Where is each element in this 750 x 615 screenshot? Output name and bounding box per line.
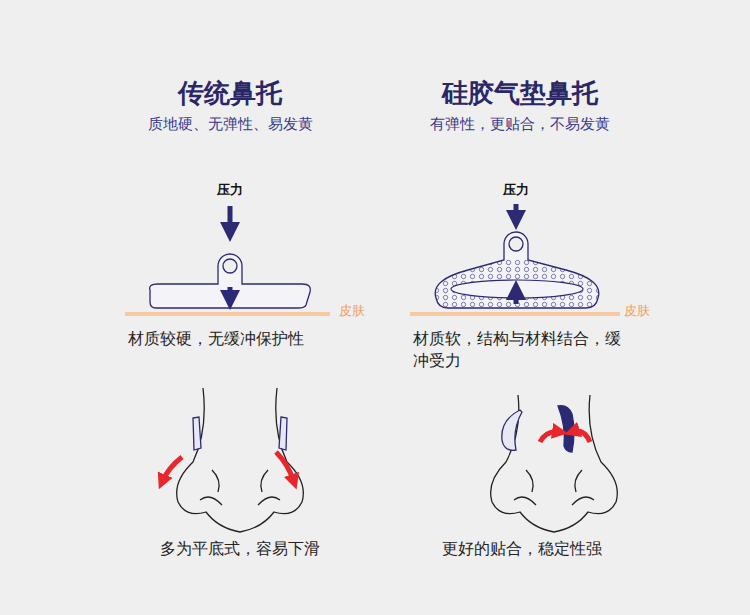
nose-right bbox=[491, 395, 618, 532]
pressure-arrow bbox=[514, 204, 519, 220]
pressure-arrow bbox=[228, 206, 233, 232]
panel-heading: 传统鼻托 bbox=[178, 76, 282, 111]
traditional-pad bbox=[150, 254, 311, 308]
description: 材质软，结构与材料结合，缓冲受力 bbox=[413, 328, 635, 371]
force-label: 压力 bbox=[503, 181, 529, 199]
fit-arrow bbox=[540, 432, 560, 442]
skin-label: 皮肤 bbox=[624, 302, 650, 320]
slip-arrow bbox=[276, 452, 294, 482]
skin-label: 皮肤 bbox=[339, 302, 365, 320]
caption-text: 多为平底式，容易下滑 bbox=[160, 538, 320, 560]
nose-left bbox=[177, 388, 304, 532]
panel-heading: 硅胶气垫鼻托 bbox=[442, 76, 598, 111]
description: 材质较硬，无缓冲保护性 bbox=[128, 328, 304, 350]
panel-subheading: 质地硬、无弹性、易发黄 bbox=[148, 114, 313, 134]
panel-subheading: 有弹性，更贴合，不易发黄 bbox=[430, 114, 610, 134]
force-label: 压力 bbox=[217, 181, 243, 199]
fit-arrow bbox=[572, 431, 590, 442]
slip-arrow bbox=[162, 457, 182, 482]
skin-line bbox=[125, 312, 330, 316]
skin-line bbox=[410, 312, 620, 316]
cushion-pad bbox=[435, 232, 599, 308]
caption-text: 更好的贴合，稳定性强 bbox=[442, 538, 602, 560]
